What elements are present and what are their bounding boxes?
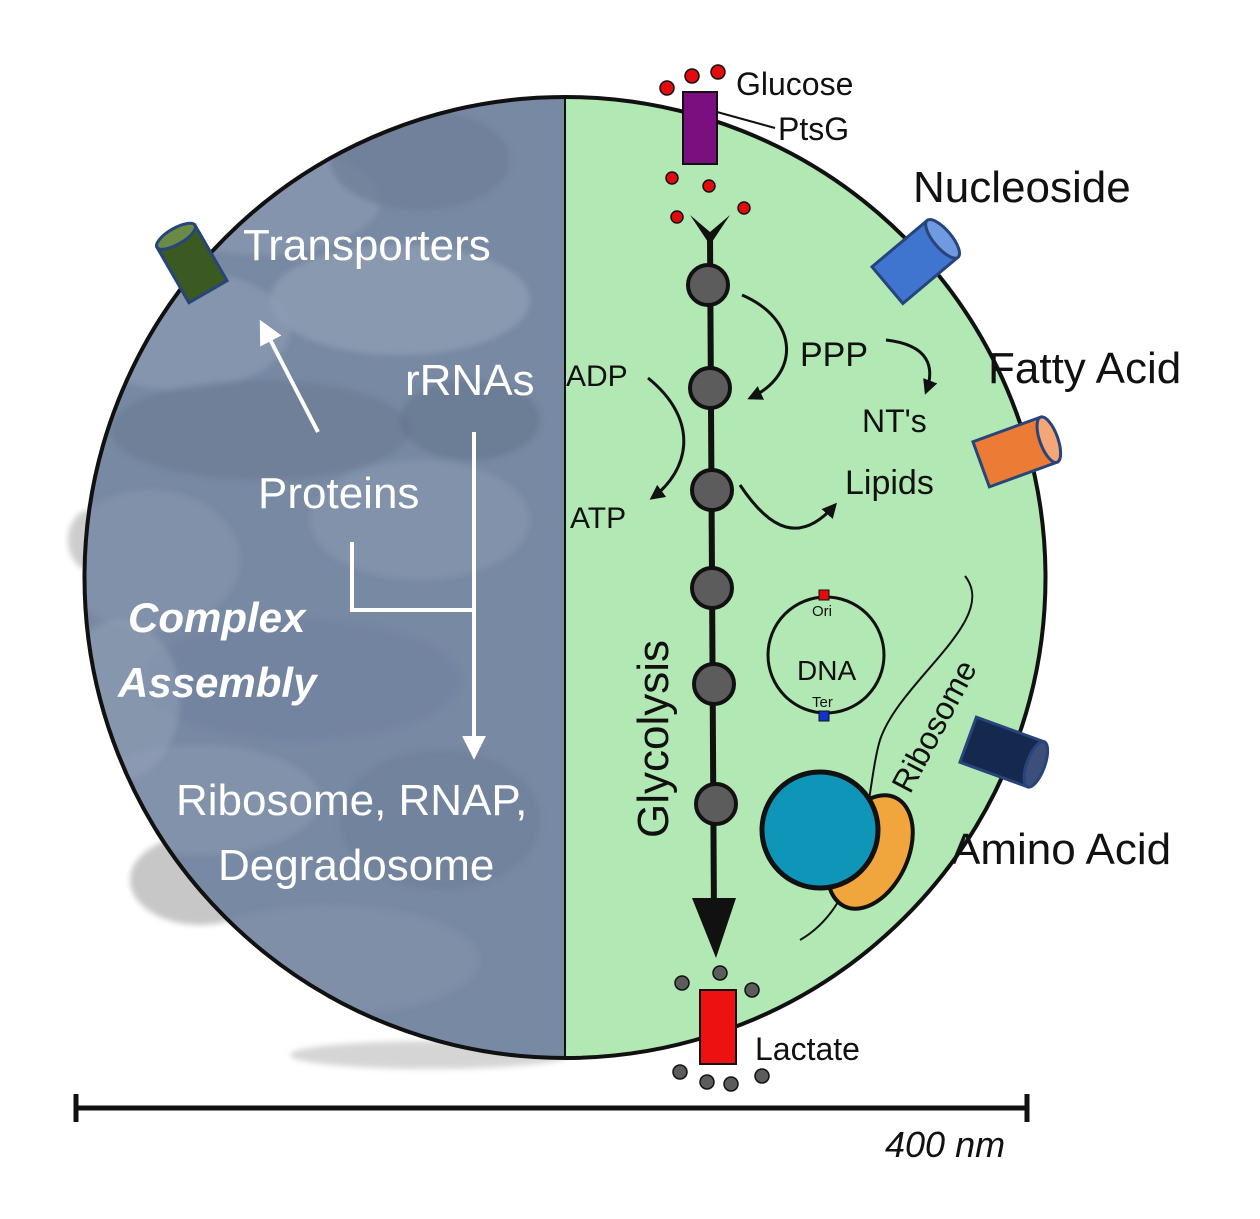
cell-right-half	[565, 97, 1046, 1058]
nucleoside-transporter-icon	[869, 218, 961, 306]
label-fatty-acid: Fatty Acid	[988, 344, 1181, 393]
label-ori: Ori	[812, 603, 832, 620]
label-transporters: Transporters	[243, 221, 491, 270]
ptsg-transporter-icon	[682, 91, 718, 165]
label-complex: Complex	[128, 594, 307, 641]
glucose-molecules-outside	[659, 64, 726, 96]
arrow-adp-to-atp	[647, 376, 686, 500]
label-degradosome: Degradosome	[218, 841, 494, 890]
ptsg-leader	[716, 111, 776, 129]
label-ribosome-rnap: Ribosome, RNAP,	[176, 776, 527, 825]
arrow-ppp-branch	[741, 293, 788, 400]
label-lactate: Lactate	[755, 1031, 860, 1067]
label-nts: NT's	[862, 403, 927, 439]
glycolysis-arrowhead	[692, 898, 736, 958]
label-adp: ADP	[566, 360, 628, 393]
arrow-ppp-to-nts	[885, 338, 938, 395]
transporter-green-icon	[154, 221, 230, 305]
label-ppp: PPP	[800, 336, 868, 374]
bracket-proteins-join	[350, 542, 474, 612]
label-glucose: Glucose	[736, 66, 853, 102]
label-glycolysis: Glycolysis	[629, 640, 678, 838]
label-ptsg: PtsG	[778, 111, 849, 147]
lactate-transporter-icon	[699, 989, 737, 1065]
label-proteins: Proteins	[258, 469, 419, 518]
arrow-to-lipids	[738, 484, 837, 530]
label-atp: ATP	[570, 502, 626, 535]
label-amino-acid: Amino Acid	[951, 825, 1171, 874]
scale-bar	[73, 1094, 1030, 1122]
arrow-proteins-to-transporters	[259, 319, 320, 433]
lactate-molecules-inside	[674, 965, 760, 998]
label-dna: DNA	[797, 655, 856, 686]
label-ter: Ter	[812, 694, 833, 711]
amino-acid-transporter-icon	[958, 715, 1050, 789]
label-assembly: Assembly	[117, 659, 319, 706]
glucose-molecules-inside	[665, 171, 751, 224]
label-scale: 400 nm	[885, 1124, 1005, 1165]
ribosome-icon	[759, 769, 915, 911]
label-rrnas: rRNAs	[405, 356, 535, 405]
lactate-molecules-outside	[672, 1064, 770, 1092]
label-nucleoside: Nucleoside	[913, 163, 1131, 212]
dna-circle-icon	[766, 589, 886, 722]
label-lipids: Lipids	[845, 464, 934, 502]
fatty-acid-transporter-icon	[971, 415, 1063, 489]
glycolysis-metabolite-nodes	[686, 263, 738, 826]
